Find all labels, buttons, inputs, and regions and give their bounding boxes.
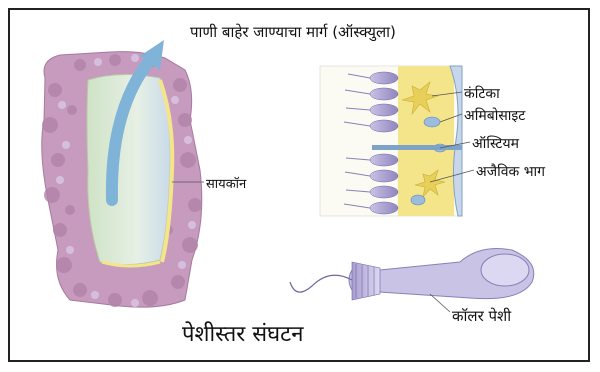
amoebocyte-label: अमिबोसाइट xyxy=(464,106,525,125)
tissue-section xyxy=(320,66,474,216)
inorganic-part-label: अजैविक भाग xyxy=(476,162,545,181)
ostium-label: ऑस्टियम xyxy=(472,134,519,153)
diagram-title: पेशीस्तर संघटन xyxy=(182,318,303,348)
collar-cell xyxy=(290,249,534,313)
sponge-body xyxy=(42,52,202,308)
sycon-label: सायकॉन xyxy=(206,174,246,192)
osculum-label: पाणी बाहेर जाण्याचा मार्ग (ऑस्क्युला) xyxy=(190,22,396,42)
spicule-label: कंटिका xyxy=(464,84,500,103)
collar-cell-label: कॉलर पेशी xyxy=(452,306,511,326)
